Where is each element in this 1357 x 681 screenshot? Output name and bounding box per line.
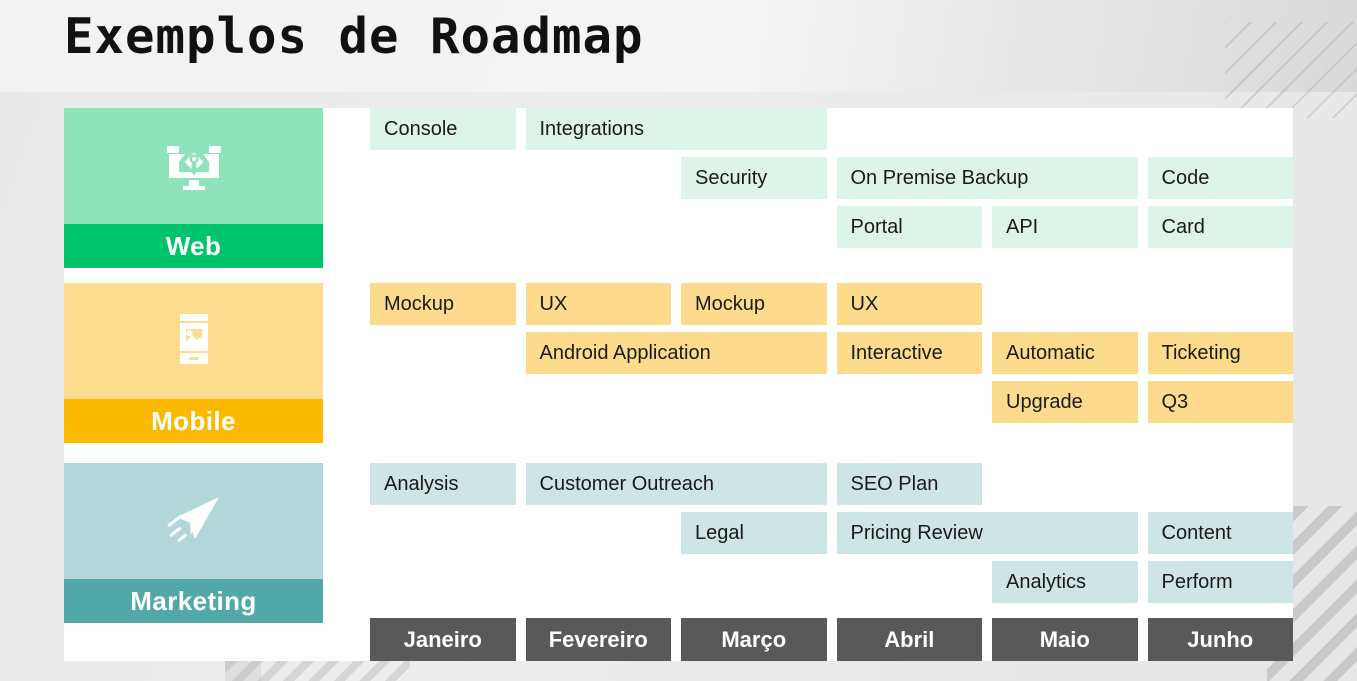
task-bar[interactable]: Code [1147, 157, 1293, 199]
month-label-2[interactable]: Fevereiro [525, 618, 671, 661]
month-label-6[interactable]: Junho [1147, 618, 1293, 661]
smartphone-image-icon [64, 283, 323, 399]
category-label-mobile: Mobile [64, 399, 323, 443]
month-label-3[interactable]: Março [681, 618, 827, 661]
category-panel-mobile[interactable]: Mobile [64, 283, 323, 443]
task-bar[interactable]: Mockup [370, 283, 516, 325]
monitor-pen-tool-icon [64, 108, 323, 224]
category-label-web: Web [64, 224, 323, 268]
task-bar[interactable]: Integrations [525, 108, 827, 150]
page-title: Exemplos de Roadmap [64, 8, 644, 65]
decorative-block-bottom-left [225, 657, 261, 681]
task-bar[interactable]: Mockup [681, 283, 827, 325]
task-bar[interactable]: Perform [1147, 561, 1293, 603]
task-bar[interactable]: Analysis [370, 463, 516, 505]
task-bar[interactable]: UX [525, 283, 671, 325]
task-bar[interactable]: Console [370, 108, 516, 150]
task-bar[interactable]: Portal [836, 206, 982, 248]
task-bar[interactable]: Ticketing [1147, 332, 1293, 374]
task-bar[interactable]: Pricing Review [836, 512, 1138, 554]
task-bar[interactable]: Android Application [525, 332, 827, 374]
task-bar[interactable]: On Premise Backup [836, 157, 1138, 199]
task-bar[interactable]: Interactive [836, 332, 982, 374]
month-label-4[interactable]: Abril [836, 618, 982, 661]
month-label-5[interactable]: Maio [992, 618, 1138, 661]
paper-plane-icon [64, 463, 323, 579]
task-bar[interactable]: Q3 [1147, 381, 1293, 423]
task-bar[interactable]: Security [681, 157, 827, 199]
task-bar[interactable]: UX [836, 283, 982, 325]
task-bar[interactable]: SEO Plan [836, 463, 982, 505]
task-bar[interactable]: Content [1147, 512, 1293, 554]
task-bar[interactable]: API [992, 206, 1138, 248]
decorative-stripes-bottom-left [225, 657, 410, 681]
header-background-sheen [0, 0, 1357, 92]
task-bar[interactable]: Automatic [992, 332, 1138, 374]
task-bar[interactable]: Card [1147, 206, 1293, 248]
category-panel-marketing[interactable]: Marketing [64, 463, 323, 623]
month-label-1[interactable]: Janeiro [370, 618, 516, 661]
task-bar[interactable]: Customer Outreach [525, 463, 827, 505]
task-bar[interactable]: Analytics [992, 561, 1138, 603]
decorative-stripes-top-right [1225, 22, 1357, 118]
task-bar[interactable]: Upgrade [992, 381, 1138, 423]
task-bar[interactable]: Legal [681, 512, 827, 554]
category-label-marketing: Marketing [64, 579, 323, 623]
category-panel-web[interactable]: Web [64, 108, 323, 268]
